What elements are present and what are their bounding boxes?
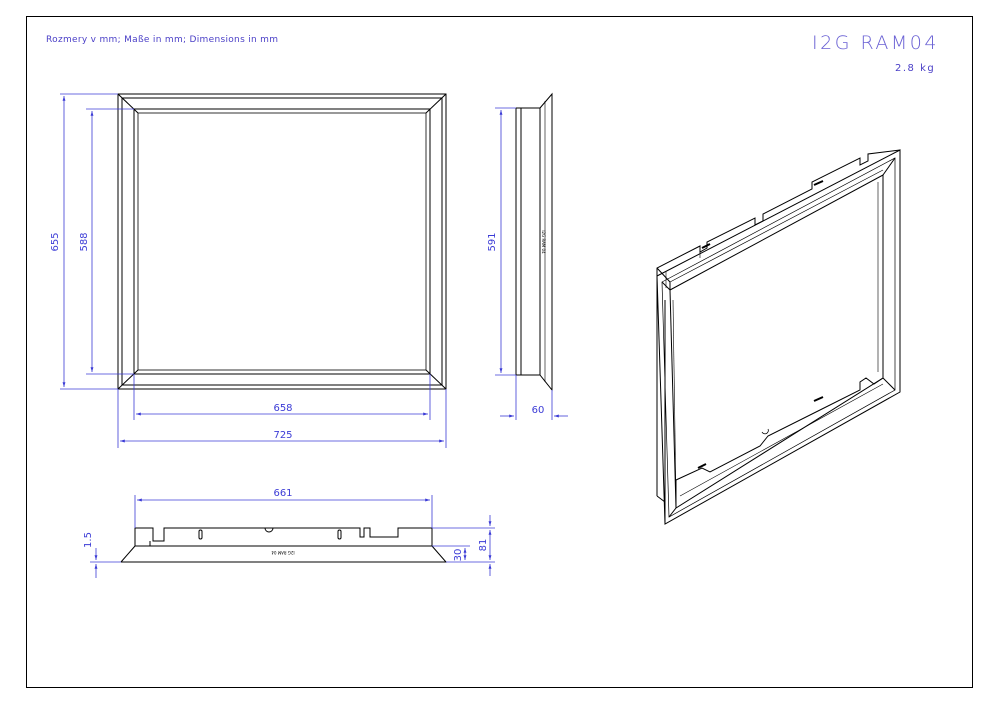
front-view (117, 93, 447, 390)
isometric-view (656, 149, 901, 525)
dim-658: 658 (273, 403, 292, 414)
front-dimension-lines (60, 93, 447, 448)
side-dimension-text: 591 60 (487, 232, 544, 416)
product-code: I2G RAM04 (812, 32, 939, 54)
dim-60: 60 (532, 405, 545, 416)
dim-591: 591 (487, 232, 498, 251)
dim-661: 661 (273, 488, 292, 499)
side-dimension-lines (495, 107, 568, 420)
front-dimension-text: 655 588 658 725 (50, 232, 293, 441)
side-engraving: I2G RAM 04 (541, 230, 546, 254)
dim-1-5: 1.5 (83, 532, 94, 548)
dim-588: 588 (79, 232, 90, 251)
units-note: Rozmery v mm; Maße in mm; Dimensions in … (46, 35, 279, 45)
bottom-dimension-text: 661 1.5 30 81 (83, 488, 489, 561)
dim-30: 30 (453, 549, 464, 562)
bottom-view (120, 527, 448, 563)
sheet-border (26, 16, 973, 688)
bottom-dimension-lines (90, 495, 495, 578)
dim-725: 725 (273, 430, 292, 441)
dim-655: 655 (50, 232, 61, 251)
bottom-engraving: I2G RAM 04 (271, 550, 295, 555)
dim-81: 81 (478, 539, 489, 552)
side-view (515, 92, 553, 392)
product-weight: 2.8 kg (895, 63, 936, 74)
